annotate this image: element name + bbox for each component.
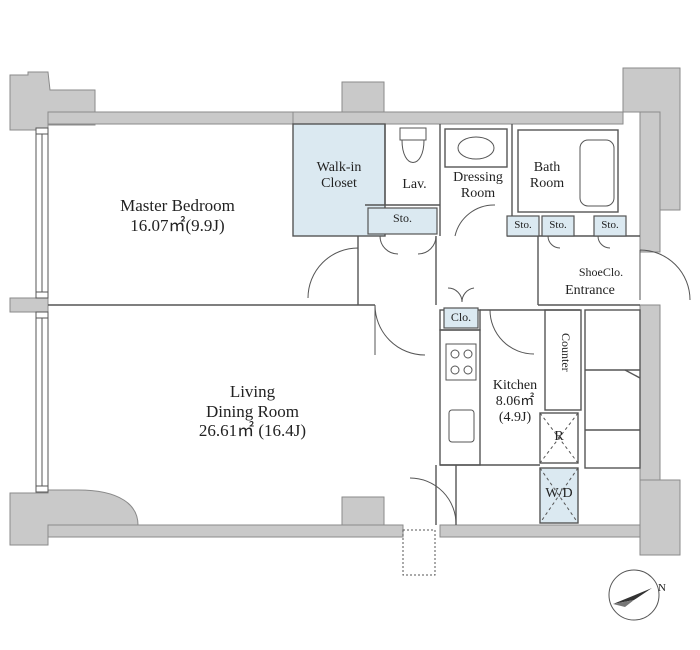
structural-walls [9,67,681,556]
storage-boxes [367,207,627,329]
storage-entrance-left-label: Sto. [549,219,567,231]
counter-label: Counter [559,333,573,372]
washbasin-icon [457,136,495,160]
living-dining-label: Living Dining Room 26.61㎡ (16.4J) [198,382,307,441]
column-left-mid [9,297,49,313]
window-left [35,127,49,493]
door-storage [379,235,437,255]
wall-bottom [47,524,404,538]
wall-top-right [292,111,624,125]
compass-north-label: N [658,582,666,594]
door-shoe [547,235,611,249]
compass-icon [608,569,660,621]
fixtures [399,127,615,524]
washer-dryer-label: W/D [545,486,573,501]
column-bottom-right [639,479,681,556]
sink-icon [448,409,475,443]
shoe-closet-label: ShoeClo. [578,265,624,279]
wall-right-upper [639,111,661,253]
storage-bedroom-label: Sto. [392,211,412,225]
column-top-mid [341,81,385,117]
wall-right-lower [639,304,661,486]
door-bedroom [307,247,359,299]
walk-in-closet-label: Walk-in Closet [316,160,362,192]
wall-bottom-right [439,524,641,538]
dressing-room-label: Dressing Room [453,170,503,202]
entrance-label: Entrance [565,283,615,298]
lavatory-label: Lav. [402,177,427,192]
toilet-icon [399,127,427,163]
door-closet [447,287,475,303]
door-balcony [402,529,436,576]
refrigerator-label: R [554,429,564,444]
stove-icon [445,343,477,381]
bath-room-label: Bath Room [529,160,565,192]
column-bottom-mid [341,496,385,526]
storage-entrance-right-label: Sto. [601,219,619,231]
closet-label: Clo. [450,310,472,324]
door-dressing [454,204,496,237]
column-bottom-left [9,489,139,546]
kitchen-label: Kitchen 8.06㎡ (4.9J) [492,378,538,426]
wall-top [47,111,294,125]
bathtub-icon [579,139,615,207]
door-kitchen [489,309,535,355]
door-entrance [639,249,691,301]
door-swings [307,204,691,576]
door-bottom [409,477,457,526]
master-bedroom-label: Master Bedroom 16.07㎡(9.9J) [120,196,235,235]
storage-small-label: Sto. [514,219,532,231]
door-living [374,304,426,356]
